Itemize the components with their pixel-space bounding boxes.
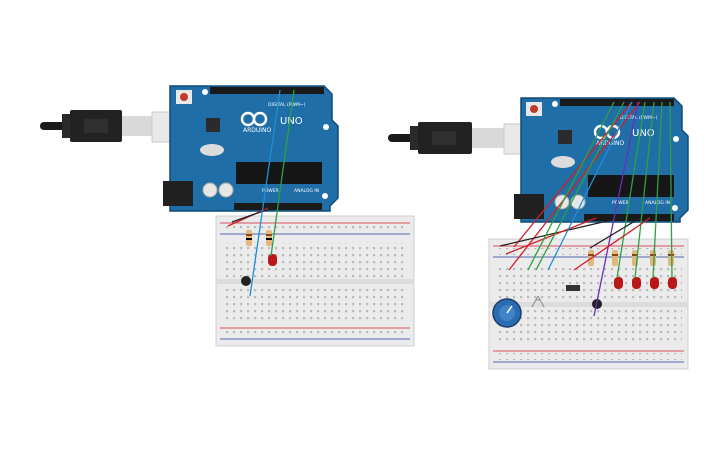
red-led-2c[interactable] bbox=[650, 277, 659, 289]
circuit-2: ARDUINO UNO DIGITAL (PWM~) POWER ANALOG … bbox=[388, 97, 689, 370]
power-label: POWER bbox=[612, 200, 629, 206]
arduino-brand-text: ARDUINO bbox=[596, 140, 625, 147]
red-led-1[interactable] bbox=[268, 254, 277, 266]
atmega-chip bbox=[236, 162, 322, 184]
red-led-2d[interactable] bbox=[668, 277, 677, 289]
circuit-1: ARDUINO UNO DIGITAL (PWM~) POWER ANALOG … bbox=[40, 85, 415, 347]
wires-circuit-1 bbox=[227, 89, 295, 297]
potentiometer[interactable] bbox=[492, 298, 522, 328]
photoresistor[interactable] bbox=[531, 295, 545, 308]
analog-label: ANALOG IN bbox=[294, 188, 319, 194]
arduino-uno-1[interactable]: ARDUINO UNO DIGITAL (PWM~) POWER ANALOG … bbox=[163, 85, 339, 212]
resistor-2d[interactable] bbox=[650, 250, 656, 266]
resistor-1b[interactable] bbox=[266, 230, 272, 246]
arduino-model-text: UNO bbox=[632, 128, 655, 139]
power-label: POWER bbox=[262, 188, 279, 194]
arduino-logo-icon bbox=[240, 111, 268, 127]
resistor-2e[interactable] bbox=[668, 250, 674, 266]
digital-header bbox=[560, 99, 674, 106]
resistor-1a[interactable] bbox=[246, 230, 252, 246]
power-analog-header bbox=[584, 214, 674, 221]
analog-label: ANALOG IN bbox=[645, 200, 670, 206]
red-led-2b[interactable] bbox=[632, 277, 641, 289]
power-jack bbox=[163, 181, 193, 206]
resistor-2b[interactable] bbox=[612, 250, 618, 266]
wires-circuit-2 bbox=[499, 101, 673, 317]
digital-label: DIGITAL (PWM~) bbox=[268, 102, 306, 108]
digital-label: DIGITAL (PWM~) bbox=[620, 115, 658, 121]
pushbutton-1[interactable] bbox=[241, 276, 251, 286]
red-led-2a[interactable] bbox=[614, 277, 623, 289]
arduino-brand-text: ARDUINO bbox=[243, 127, 272, 134]
power-jack bbox=[514, 194, 544, 219]
digital-header bbox=[210, 87, 324, 94]
slide-switch[interactable] bbox=[566, 285, 580, 291]
arduino-model-text: UNO bbox=[280, 116, 303, 127]
